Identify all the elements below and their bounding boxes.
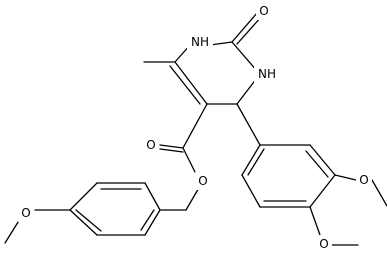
bond-o-methyl-left — [4, 218, 21, 244]
bond-n3-c4 — [236, 77, 258, 105]
atom-ester-o: O — [195, 172, 211, 190]
bond-b1-b2 — [144, 182, 161, 211]
bond-ester-c-oxy — [182, 147, 198, 177]
bond-ester-c-o-double — [159, 148, 184, 153]
bond-c2-o-double — [236, 15, 263, 45]
atom-label-methoxy-o-left: O — [21, 206, 30, 220]
atom-label-ester-carbonyl-o: O — [146, 138, 155, 152]
atom-label-methoxy-o-right-upper: O — [359, 173, 368, 187]
atom-label-nh-right: NH — [258, 67, 276, 81]
atom-methoxy-o-right-lower: O — [316, 235, 332, 253]
bond-a2-a3 — [309, 144, 336, 176]
bond-b3-b4 — [69, 182, 98, 211]
bond-a6-a1 — [241, 144, 261, 176]
bond-a4-o-lower — [309, 206, 321, 236]
bond-c5-c6-double — [169, 65, 201, 105]
atom-methoxy-o-right-upper: O — [356, 171, 372, 189]
bond-b6-b1-inner — [140, 209, 155, 231]
bond-c5-ester-c — [182, 103, 208, 149]
bond-a6-a1-inner — [247, 148, 265, 176]
bond-c5-c6 — [174, 61, 208, 105]
atom-label-layer: NH NH O O O O — [18, 2, 372, 253]
atom-label-nh-top: NH — [191, 35, 209, 49]
atom-carbonyl-o: O — [256, 2, 272, 20]
bond-c2-o — [231, 12, 258, 43]
bond-b6-b1 — [144, 209, 161, 236]
atom-methoxy-o-left: O — [18, 204, 34, 222]
atom-label-carbonyl-o: O — [259, 4, 268, 18]
bond-c4-aryl — [236, 103, 261, 146]
bond-c2-n3 — [231, 41, 258, 72]
atom-nh-top: NH — [187, 33, 213, 51]
bond-o-methyl-upper — [371, 179, 387, 207]
bond-b4-b5-inner — [75, 209, 102, 232]
bond-a3-a4 — [309, 174, 336, 208]
atom-ester-carbonyl-o: O — [143, 136, 159, 154]
bond-a3-o-upper — [334, 174, 357, 181]
bond-a2-a3-inner — [305, 150, 329, 178]
bond-n1-c2 — [209, 41, 233, 46]
bond-ester-c-o — [159, 144, 184, 149]
bond-b4-b5 — [69, 209, 98, 236]
bond-layer — [4, 12, 387, 246]
atom-nh-right: NH — [254, 65, 280, 83]
bond-a5-a6 — [241, 174, 261, 208]
atom-label-methoxy-o-right-lower: O — [319, 237, 328, 251]
atom-label-ester-o: O — [198, 174, 207, 188]
